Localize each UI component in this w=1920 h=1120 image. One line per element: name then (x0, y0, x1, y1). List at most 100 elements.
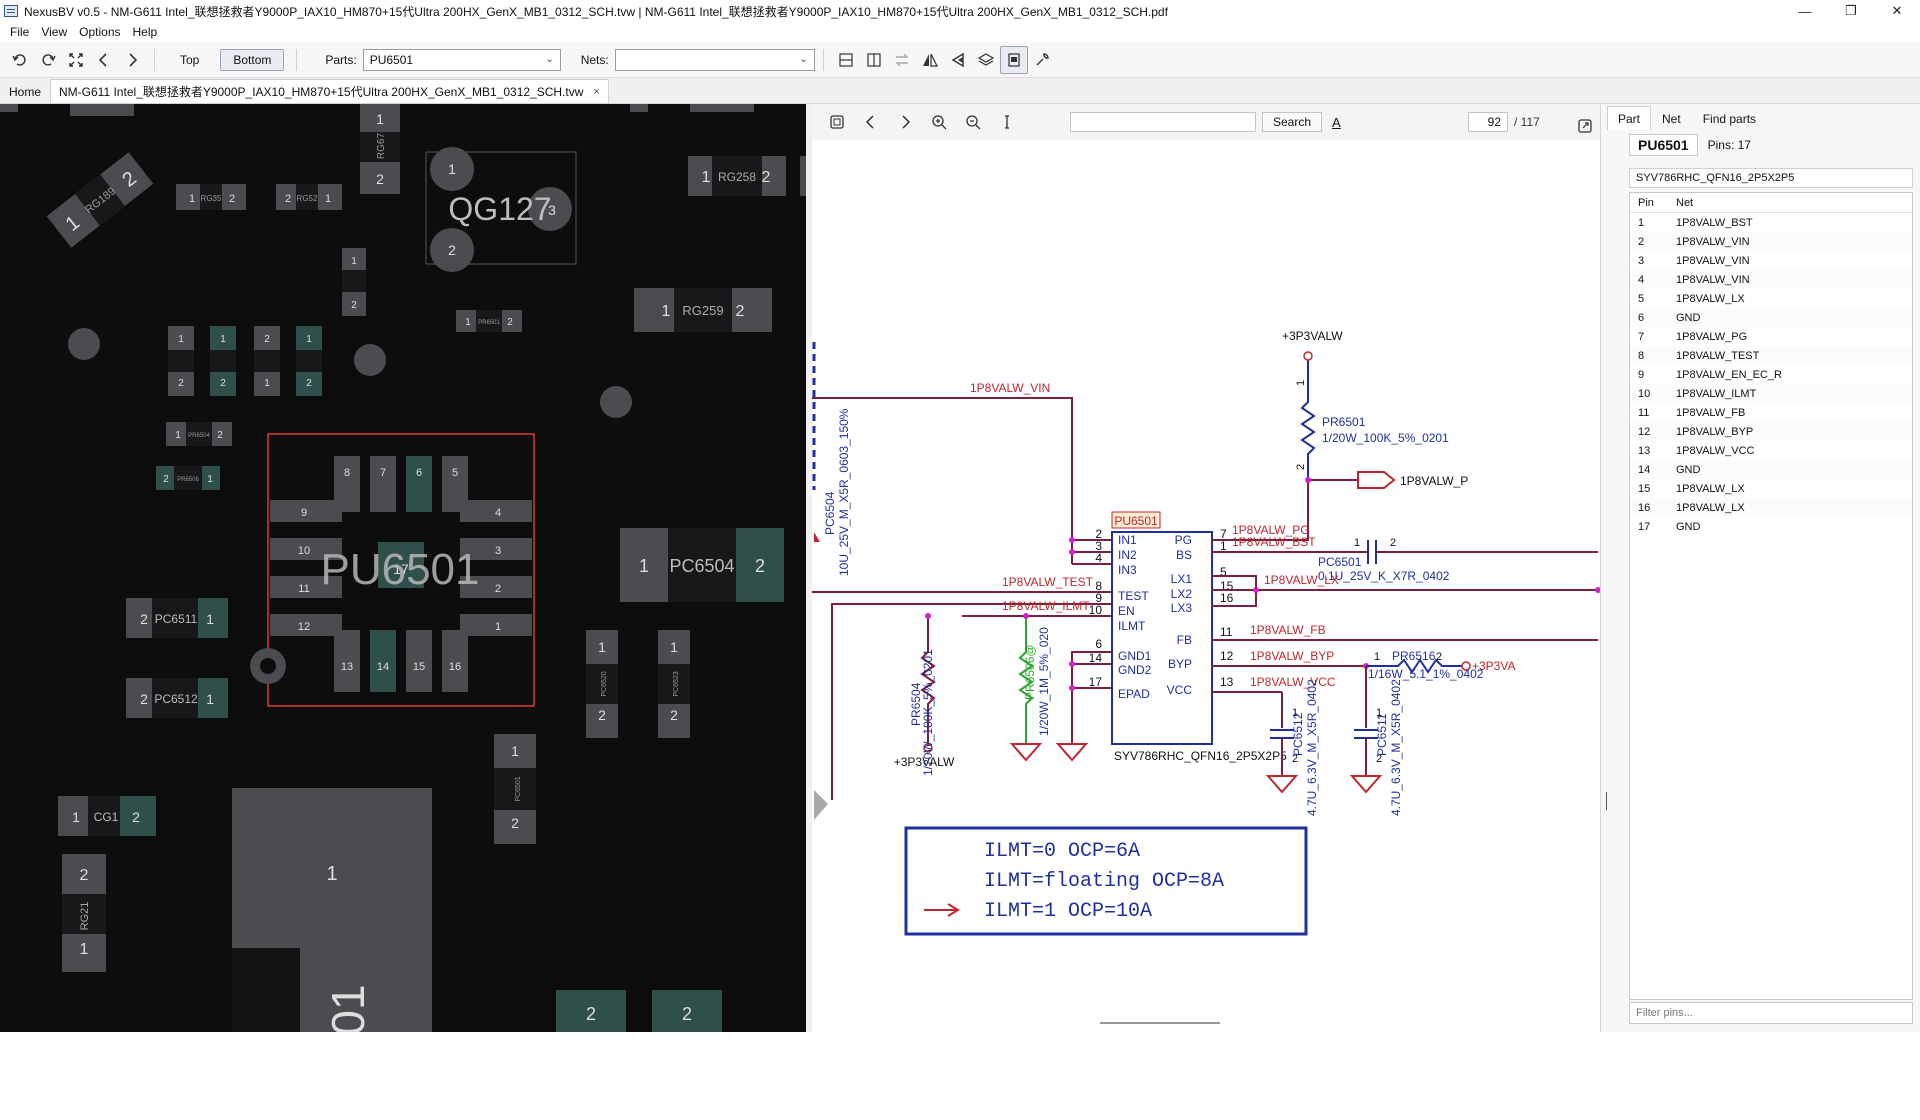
open-external-icon[interactable] (1568, 112, 1602, 140)
board-part-small-vertical[interactable]: 21 (254, 326, 280, 396)
board-part-qg127[interactable]: 1 2 3 QG127 (425, 147, 577, 272)
filter-pins-input[interactable]: Filter pins... (1629, 1002, 1913, 1024)
board-part-large-pad[interactable]: 1 01 (232, 788, 432, 1032)
pdf-horizontal-scrollbar[interactable] (1100, 1022, 1220, 1024)
top-side-button[interactable]: Top (180, 52, 200, 67)
menu-view[interactable]: View (41, 25, 68, 39)
minimize-button[interactable]: — (1798, 3, 1812, 19)
split-vertical-icon[interactable] (860, 46, 888, 74)
board-part-small-vertical[interactable]: 12 (296, 326, 322, 396)
test-point[interactable] (600, 386, 632, 418)
pdf-search-button[interactable]: Search (1262, 112, 1323, 132)
board-part-pc6520[interactable]: 1 2 PC6520 (586, 630, 618, 738)
board-part-pc6512[interactable]: 2 PC6512 1 (126, 678, 228, 718)
split-horizontal-icon[interactable] (832, 46, 860, 74)
fit-view-icon[interactable] (62, 46, 90, 74)
layers-icon[interactable] (972, 46, 1000, 74)
zoom-in-icon[interactable] (922, 108, 956, 136)
board-part-rg259[interactable]: 1 RG259 2 (634, 288, 772, 332)
maximize-button[interactable]: ❐ (1845, 3, 1857, 18)
parts-select[interactable]: PU6501 ⌄ (362, 48, 561, 71)
wrench-icon[interactable] (1028, 46, 1056, 74)
menu-options[interactable]: Options (79, 25, 121, 39)
test-point[interactable] (68, 328, 100, 360)
mirror-icon[interactable] (916, 46, 944, 74)
svg-text:CG1: CG1 (94, 810, 119, 824)
board-part-pr6501[interactable]: 1 PR6501 2 (456, 310, 522, 332)
rotate-cw-icon[interactable] (34, 46, 62, 74)
board-part-cg1[interactable]: 1 CG1 2 (58, 796, 156, 836)
swap-icon[interactable] (888, 46, 916, 74)
zoom-out-icon[interactable] (956, 108, 990, 136)
svg-text:1: 1 (1374, 651, 1380, 663)
board-part-pu6501[interactable]: 8 7 6 5 9 10 11 12 4 3 2 (267, 433, 535, 707)
close-tab-icon[interactable]: × (593, 85, 600, 98)
next-page-icon[interactable] (888, 108, 922, 136)
board-part-pc6501[interactable]: 1 2 PC6501 (494, 734, 536, 844)
board-part-rg189[interactable]: 1 2 RG189 (46, 152, 154, 248)
highlight-text-icon[interactable]: A (1332, 114, 1341, 130)
previous-page-icon[interactable] (854, 108, 888, 136)
document-tabs: Home NM-G611 Intel_联想拯救者Y9000P_IAX10_HM8… (0, 78, 1920, 104)
back-icon[interactable] (90, 46, 118, 74)
page-number-input[interactable]: 92 (1468, 112, 1508, 132)
board-part-rg67[interactable]: 1 2 RG67 (360, 104, 400, 194)
board-part-bottom-pad[interactable]: 2 (556, 990, 626, 1032)
board-part-rg52[interactable]: 2 RG52 1 (276, 184, 342, 210)
board-part-small-vertical[interactable]: 12 (168, 326, 194, 396)
tab-find-parts[interactable]: Find parts (1702, 111, 1757, 126)
bottom-side-button[interactable]: Bottom (220, 48, 285, 71)
pdf-search-input[interactable] (1070, 112, 1256, 132)
panel-resize-handle[interactable] (1606, 792, 1607, 810)
fit-page-icon[interactable] (820, 108, 854, 136)
pdf-page[interactable]: PC6504 10U_25V_M_X5R_0603_150% 1P8VALW_V… (812, 140, 1600, 1120)
flip-icon[interactable] (944, 46, 972, 74)
board-part-pc6504[interactable]: 1 PC6504 2 (620, 528, 784, 602)
board-part-rg258[interactable]: 1 RG258 2 (688, 156, 786, 196)
nets-select[interactable]: ⌄ (614, 48, 815, 71)
view-splitter[interactable] (806, 104, 812, 1032)
menu-file[interactable]: File (10, 25, 30, 39)
menu-help[interactable]: Help (132, 25, 158, 39)
board-part-rg21[interactable]: 2 1 RG21 (62, 854, 106, 972)
col-net-header[interactable]: Net (1676, 196, 1694, 209)
forward-icon[interactable] (118, 46, 146, 74)
board-part-rg35[interactable]: 1 RG35 2 (176, 184, 246, 210)
text-cursor-icon[interactable] (990, 108, 1024, 136)
pdf-sync-icon[interactable] (999, 45, 1028, 74)
test-point[interactable] (354, 344, 386, 376)
col-pin-header[interactable]: Pin (1638, 196, 1654, 209)
board-part-pr6506[interactable]: 2 PR6506 1 (156, 466, 220, 490)
tab-home[interactable]: Home (9, 84, 42, 99)
board-view[interactable]: 1 2 RG189 1 RG35 2 2 RG52 1 (0, 104, 806, 1032)
tab-tvw-file[interactable]: NM-G611 Intel_联想拯救者Y9000P_IAX10_HM870+15… (50, 79, 609, 103)
rotate-ccw-icon[interactable] (6, 46, 34, 74)
tab-part[interactable]: Part (1607, 106, 1652, 130)
tab-net[interactable]: Net (1662, 111, 1681, 126)
board-part-pc6511[interactable]: 2 PC6511 1 (126, 598, 228, 638)
board-part-bottom-pad[interactable]: 2 (652, 990, 722, 1032)
close-button[interactable]: ✕ (1891, 3, 1903, 18)
board-part-pr6504[interactable]: 1 PR6504 2 (166, 422, 232, 446)
board-part-small-vertical[interactable]: 12 (210, 326, 236, 396)
board-part-pc6523[interactable]: 1 2 PC6523 (658, 630, 690, 738)
board-part-small-vertical[interactable]: 1 2 (342, 248, 366, 316)
